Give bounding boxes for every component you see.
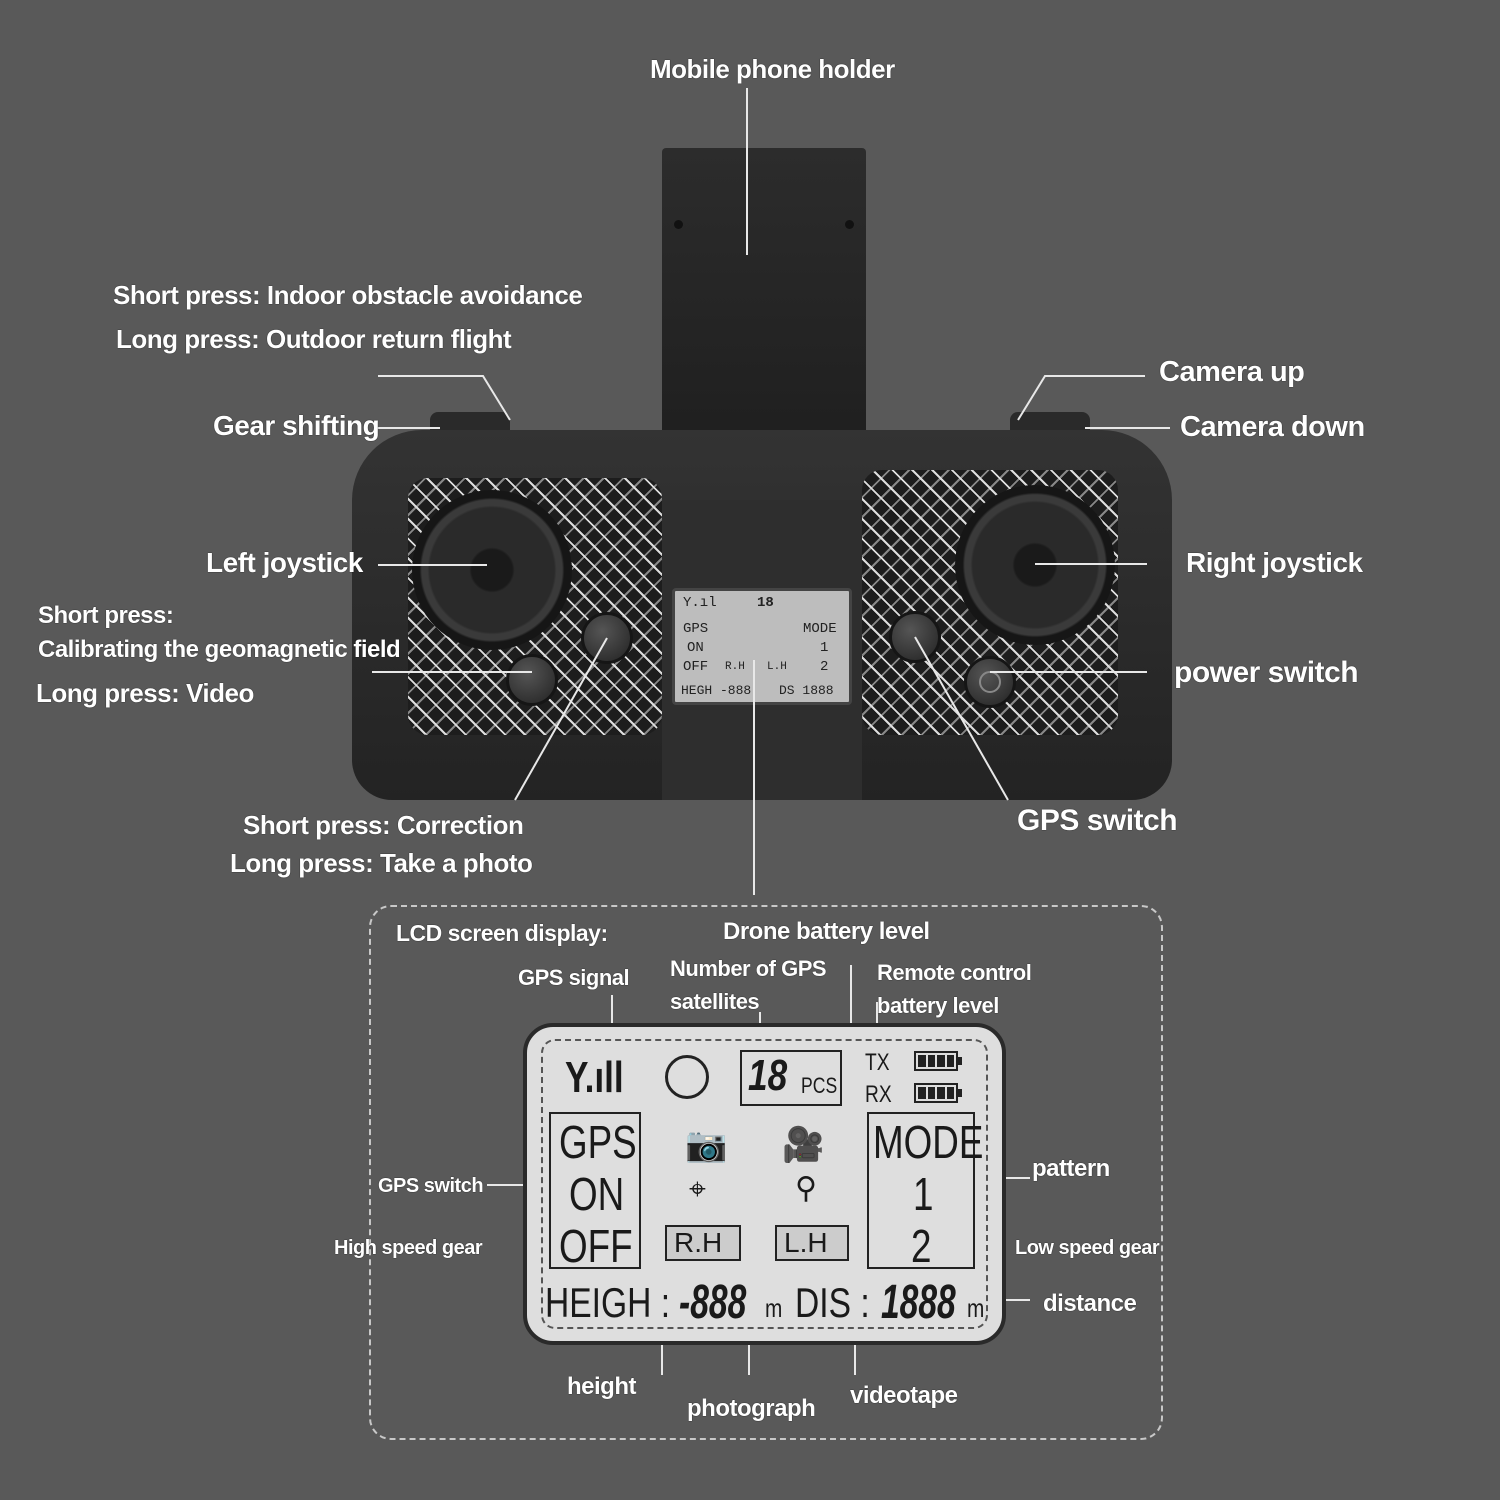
label-gear-shifting: Gear shifting (213, 410, 380, 441)
label-long-press-return: Long press: Outdoor return flight (116, 324, 512, 354)
rh-box (665, 1225, 741, 1261)
signal-icon: Y.ıl (683, 595, 717, 611)
gear-shift-button[interactable] (430, 412, 510, 434)
lcd-label-pattern: pattern (1032, 1155, 1110, 1182)
lcd-label-photograph: photograph (687, 1395, 816, 1422)
camera-icon: 📷 (685, 1126, 728, 1164)
lcd-screen-enlarged: Y.ıll 18 PCS TX RX GPS ON OFF 📷 🎥 ⌖ ⚲ R.… (523, 1023, 1006, 1345)
rx-label: RX (865, 1081, 892, 1108)
mini-lh: L.H (767, 661, 787, 673)
mini-mode2: 2 (820, 659, 829, 675)
label-camera-down: Camera down (1180, 411, 1365, 443)
height-unit: m (765, 1293, 783, 1323)
mini-mode1: 1 (820, 640, 829, 656)
mini-distance: DS 1888 (779, 683, 834, 698)
lh-text: L.H (784, 1227, 828, 1258)
lcd-label-distance: distance (1043, 1290, 1137, 1317)
label-long-press-video: Long press: Video (36, 678, 254, 708)
label-right-joystick: Right joystick (1186, 547, 1363, 578)
mini-on: ON (687, 640, 704, 656)
calibrate-video-button[interactable] (506, 654, 558, 706)
mini-sats: 18 (757, 595, 774, 611)
lcd-label-num-sats-2: satellites (670, 989, 760, 1014)
height-label: HEIGH : (545, 1279, 671, 1326)
gps-text: GPS (559, 1116, 637, 1168)
label-gps-switch: GPS switch (1017, 804, 1178, 837)
distance-unit: m (967, 1293, 985, 1323)
satellite-count-box (740, 1050, 842, 1106)
mode-2: 2 (911, 1220, 932, 1272)
video-camera-icon: 🎥 (782, 1126, 825, 1164)
lcd-label-drone-battery: Drone battery level (723, 918, 930, 945)
satellite-count: 18 (748, 1051, 788, 1100)
label-calibrating: Calibrating the geomagnetic field (38, 636, 401, 663)
mini-mode: MODE (803, 621, 837, 637)
distance-value: 1888 (881, 1276, 956, 1329)
label-left-joystick: Left joystick (206, 547, 363, 578)
controller-lcd: Y.ıl 18 GPS ON OFF R.H L.H MODE 1 2 HEGH… (672, 588, 852, 705)
left-joystick[interactable] (412, 490, 572, 650)
satellite-icon (665, 1055, 709, 1099)
location-pin-icon: ⚲ (795, 1172, 817, 1205)
lcd-label-high-speed: High speed gear (334, 1237, 483, 1259)
mini-gps: GPS (683, 621, 709, 637)
phone-holder (662, 148, 866, 448)
lcd-label-gps-signal: GPS signal (518, 965, 630, 990)
lcd-label-gps-switch: GPS switch (378, 1175, 484, 1197)
gps-signal-icon: Y.ıll (565, 1053, 624, 1102)
camera-button[interactable] (1010, 412, 1090, 434)
gps-off: OFF (559, 1220, 633, 1272)
rx-battery-icon (914, 1083, 962, 1103)
gps-on: ON (569, 1168, 625, 1220)
power-button[interactable] (964, 656, 1016, 708)
label-short-press: Short press: (38, 602, 174, 629)
mode-box (867, 1112, 975, 1269)
mini-height: HEGH -888 (681, 683, 752, 698)
lcd-label-height: height (567, 1373, 637, 1400)
gps-box (549, 1112, 641, 1269)
mini-rh: R.H (725, 661, 745, 673)
pcs-unit: PCS (801, 1073, 838, 1098)
height-value: -888 (679, 1276, 747, 1329)
label-power-switch: power switch (1174, 656, 1359, 689)
mode-1: 1 (913, 1168, 934, 1220)
label-long-press-photo: Long press: Take a photo (230, 848, 533, 878)
lcd-label-low-speed: Low speed gear (1015, 1237, 1160, 1259)
label-short-press-indoor: Short press: Indoor obstacle avoidance (113, 280, 583, 310)
tx-label: TX (865, 1049, 890, 1076)
label-short-press-correction: Short press: Correction (243, 810, 524, 840)
label-phone-holder: Mobile phone holder (650, 54, 895, 84)
lh-box (775, 1225, 849, 1261)
distance-label: DIS : (795, 1279, 870, 1326)
lcd-label-rc-battery-1: Remote control (877, 960, 1032, 985)
lcd-legend-frame (369, 905, 1163, 1440)
mode-text: MODE (873, 1116, 984, 1168)
lcd-label-videotape: videotape (850, 1382, 958, 1409)
label-camera-up: Camera up (1159, 356, 1305, 388)
calibration-icon: ⌖ (689, 1173, 706, 1206)
lcd-label-num-sats-1: Number of GPS (670, 956, 827, 981)
rh-text: R.H (674, 1227, 723, 1258)
lcd-label-rc-battery-2: battery level (877, 993, 999, 1018)
mini-off: OFF (683, 659, 709, 675)
tx-battery-icon (914, 1051, 962, 1071)
lcd-title: LCD screen display: (396, 920, 608, 946)
